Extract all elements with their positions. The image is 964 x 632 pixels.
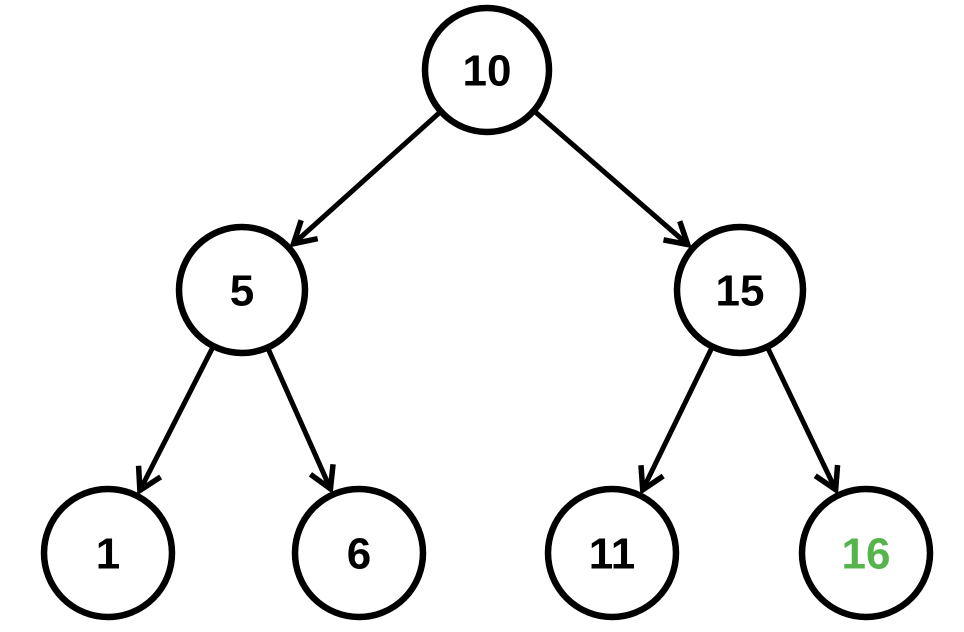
node-label-16: 16 <box>842 530 891 579</box>
node-label-11: 11 <box>589 530 636 579</box>
tree-node-11: 11 <box>544 485 680 621</box>
tree-edge-5-6 <box>265 347 336 494</box>
tree-edge-10-15 <box>533 109 692 249</box>
node-label-6: 6 <box>347 530 371 579</box>
node-circle-16 <box>798 485 934 621</box>
tree-edge-10-5 <box>289 110 442 248</box>
tree-node-15: 15 <box>673 223 807 357</box>
node-label-5: 5 <box>230 267 254 316</box>
tree-node-10: 10 <box>421 4 553 136</box>
node-circle-10 <box>421 4 553 136</box>
node-circle-5 <box>175 223 309 357</box>
node-circle-11 <box>544 485 680 621</box>
node-circle-1 <box>40 485 176 621</box>
tree-node-16: 16 <box>798 485 934 621</box>
tree-edge-15-16 <box>765 346 841 495</box>
tree-node-6: 6 <box>291 485 427 621</box>
tree-edge-15-11 <box>638 346 715 495</box>
node-label-10: 10 <box>463 47 512 96</box>
node-label-1: 1 <box>96 530 120 579</box>
tree-edge-5-1 <box>135 346 216 496</box>
node-label-15: 15 <box>716 267 765 316</box>
node-circle-15 <box>673 223 807 357</box>
tree-node-5: 5 <box>175 223 309 357</box>
tree-node-1: 1 <box>40 485 176 621</box>
node-circle-6 <box>291 485 427 621</box>
